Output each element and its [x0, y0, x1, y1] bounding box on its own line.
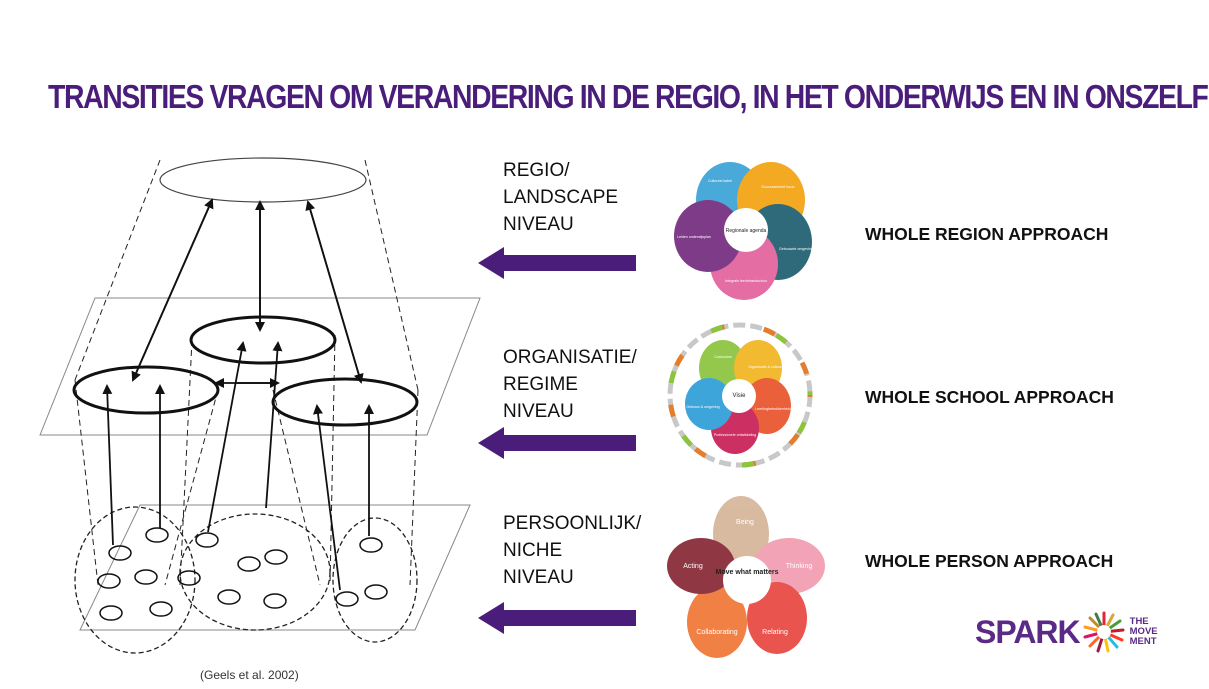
niche-cluster-left — [74, 506, 196, 654]
multi-level-diagram — [39, 157, 481, 654]
regime-plane — [39, 297, 481, 436]
petal-thinking: Thinking — [786, 563, 813, 570]
person-flower-diagram: Move what matters Being Thinking Relatin… — [667, 496, 825, 658]
svg-text:Cultureel kabel: Cultureel kabel — [708, 179, 732, 183]
left-arrow-icon — [478, 427, 636, 459]
level-label-niche: PERSOONLIJK/ NICHE NIVEAU — [503, 513, 642, 588]
petal-being: Being — [736, 519, 754, 526]
spark-logo: SPARK THE MOVE MENT — [975, 610, 1158, 654]
sunburst-icon — [1083, 611, 1125, 653]
approach-school: WHOLE SCHOOL APPROACH — [865, 387, 1114, 407]
petal-collaborating: Collaborating — [696, 629, 737, 636]
regime-ellipse-left — [72, 365, 220, 415]
svg-text:Curriculum: Curriculum — [714, 355, 731, 359]
citation: (Geels et al. 2002) — [200, 668, 299, 682]
logo-name: SPARK — [975, 613, 1081, 650]
left-arrow-icon — [478, 247, 636, 279]
landscape-ellipse — [159, 157, 367, 203]
svg-text:Duurzaamheid focus: Duurzaamheid focus — [762, 185, 795, 189]
regime-ellipse-center — [189, 315, 337, 365]
petal-acting: Acting — [683, 563, 703, 570]
school-flower-diagram: Visie Curriculum Organisatie & cultuur L… — [667, 322, 813, 468]
svg-text:Integrale leerinfrastructuur: Integrale leerinfrastructuur — [725, 279, 768, 283]
region-flower-diagram: Regionale agenda Cultureel kabel Duurzaa… — [674, 162, 813, 300]
svg-text:Gebouw & omgeving: Gebouw & omgeving — [686, 405, 719, 409]
level-label-regime: ORGANISATIE/ REGIME NIVEAU — [503, 347, 637, 422]
svg-text:Leerlingbetrokkenheid: Leerlingbetrokkenheid — [755, 407, 790, 411]
svg-text:Gebouwde omgeving: Gebouwde omgeving — [779, 247, 813, 251]
svg-text:Professionele ontwikkeling: Professionele ontwikkeling — [714, 433, 756, 437]
approach-region: WHOLE REGION APPROACH — [865, 224, 1109, 244]
svg-text:Leiden onderwijsplan: Leiden onderwijsplan — [677, 235, 711, 239]
svg-text:Organisatie & cultuur: Organisatie & cultuur — [748, 365, 782, 369]
person-flower-center: Move what matters — [715, 569, 778, 576]
niche-plane — [79, 504, 471, 631]
regime-ellipse-right — [271, 377, 419, 427]
logo-tagline: THE MOVE MENT — [1129, 616, 1158, 647]
level-label-landscape: REGIO/ LANDSCAPE NIVEAU — [503, 160, 619, 235]
left-arrow-icon — [478, 602, 636, 634]
niche-cluster-right — [332, 517, 418, 643]
school-flower-center: Visie — [733, 393, 747, 399]
region-flower-center: Regionale agenda — [726, 228, 767, 234]
approach-person: WHOLE PERSON APPROACH — [865, 551, 1114, 571]
page-title: TRANSITIES VRAGEN OM VERANDERING IN DE R… — [48, 78, 1209, 115]
petal-relating: Relating — [762, 629, 788, 636]
niche-cluster-center — [179, 513, 331, 631]
